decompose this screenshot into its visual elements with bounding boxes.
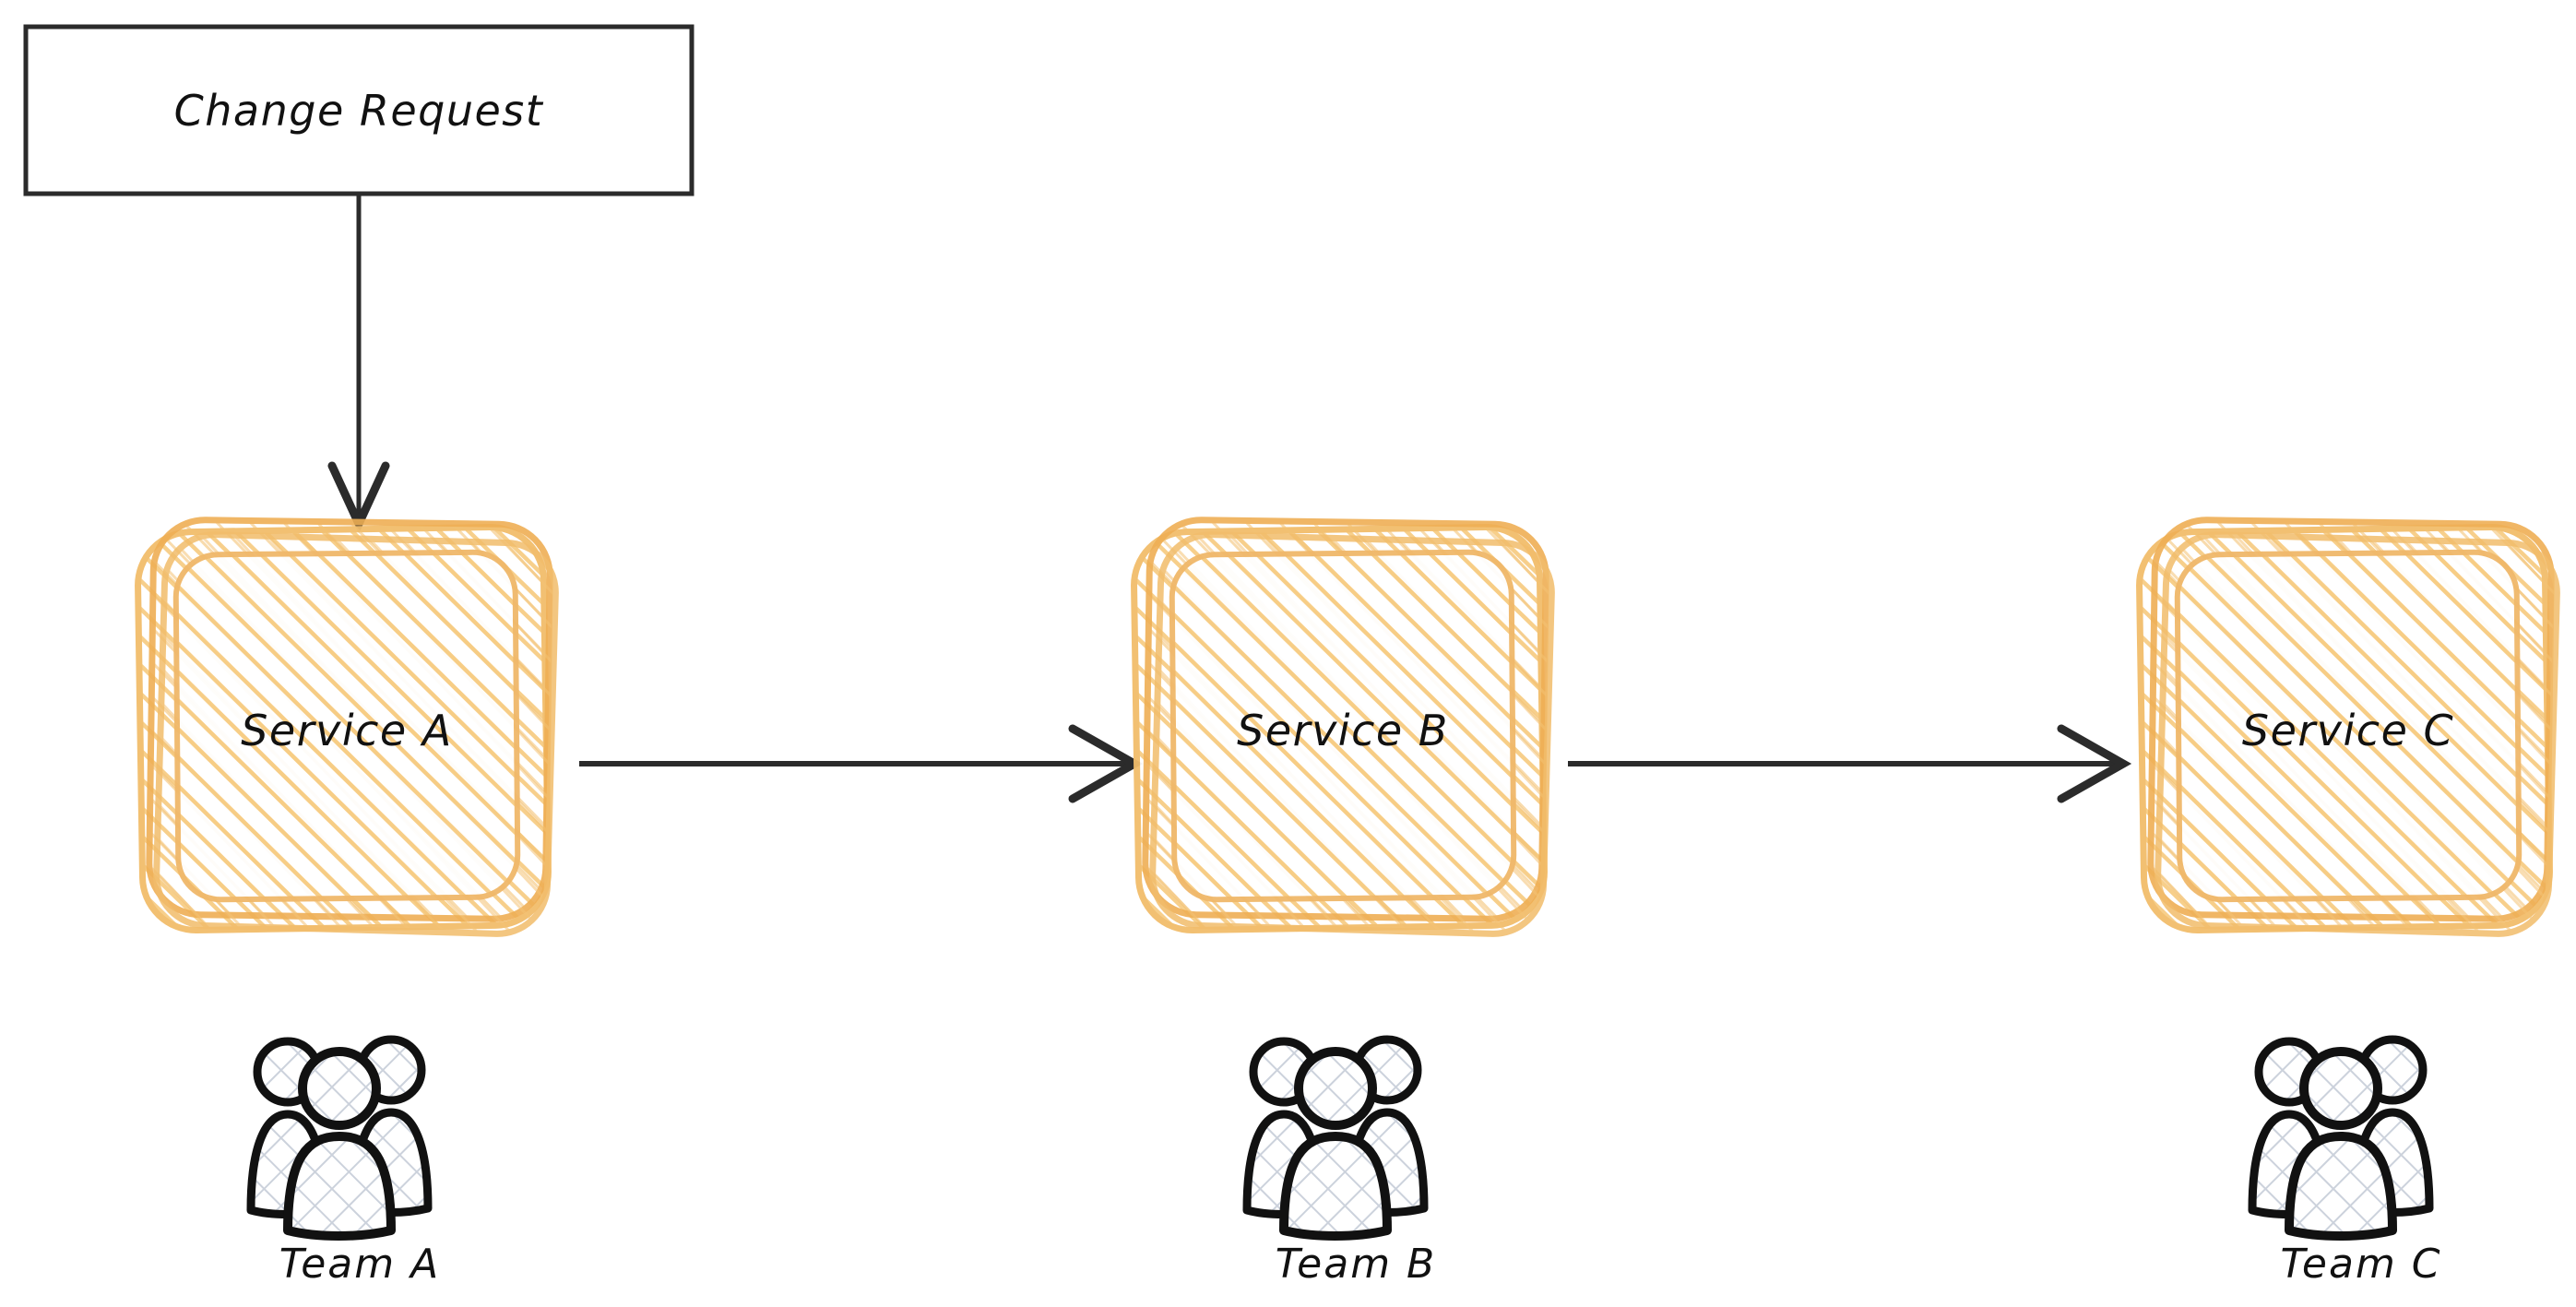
connector-service-b-to-service-c xyxy=(1568,724,2132,803)
service-b-label: Service B xyxy=(1237,706,1449,755)
team-b-label: Team B xyxy=(1276,1241,1437,1288)
team-c-group[interactable]: Team C xyxy=(2252,1040,2442,1288)
change-request-node[interactable]: Change Request xyxy=(23,24,694,196)
change-request-box xyxy=(23,24,694,196)
team-people-icon xyxy=(2252,1040,2429,1236)
service-a-label: Service A xyxy=(241,706,453,755)
team-a-group[interactable]: Team A xyxy=(251,1040,440,1288)
team-people-icon xyxy=(251,1040,428,1236)
service-a-node[interactable]: Service A xyxy=(137,519,557,935)
service-b-node[interactable]: Service B xyxy=(1134,519,1553,935)
service-c-label: Service C xyxy=(2242,706,2454,755)
connector-change-request-to-service-a xyxy=(327,196,390,534)
connector-service-a-to-service-b xyxy=(579,724,1144,803)
arrowhead-right-icon xyxy=(2057,724,2132,803)
team-people-icon xyxy=(1247,1040,1424,1236)
service-c-node[interactable]: Service C xyxy=(2139,519,2558,935)
change-request-label: Change Request xyxy=(174,86,544,136)
team-a-label: Team A xyxy=(279,1241,440,1288)
team-c-label: Team C xyxy=(2280,1241,2441,1288)
team-b-group[interactable]: Team B xyxy=(1247,1040,1436,1288)
